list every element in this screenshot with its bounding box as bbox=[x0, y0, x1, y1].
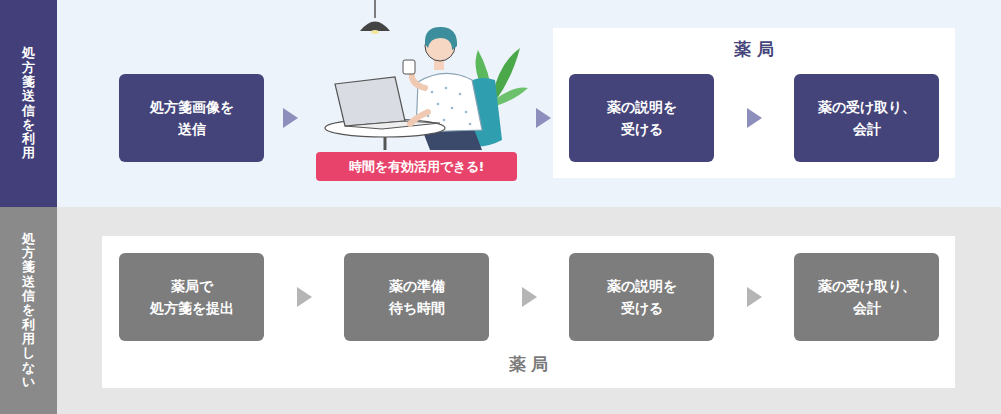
box-label: 薬局で 処方箋を提出 bbox=[140, 275, 244, 320]
panel-heading: 薬 局 bbox=[102, 353, 955, 376]
laptop-base bbox=[345, 121, 440, 129]
box-label: 薬の受け取り、 会計 bbox=[815, 275, 919, 320]
lamp-shade bbox=[360, 22, 390, 32]
process-box: 薬の受け取り、 会計 bbox=[794, 253, 939, 341]
band-label-strip: 処方箋送信を利用しない bbox=[0, 207, 57, 414]
callout-badge: 時間を有効活用できる! bbox=[316, 152, 517, 181]
pharmacy-panel: 薬局で 処方箋を提出 薬の準備 待ち時間 薬の説明を 受ける 薬の受け取り、 会計薬 … bbox=[102, 236, 955, 388]
shirt-dots bbox=[427, 87, 472, 126]
box-label: 薬の説明を 受ける bbox=[590, 96, 694, 141]
panel-ground bbox=[102, 236, 955, 388]
table-leg bbox=[384, 137, 387, 150]
process-box: 薬局で 処方箋を提出 bbox=[119, 253, 264, 341]
process-box: 処方箋画像を 送信 bbox=[119, 74, 264, 162]
panel-heading: 薬 局 bbox=[553, 38, 955, 61]
process-box: 薬の説明を 受ける bbox=[569, 253, 714, 341]
panel-ground bbox=[553, 28, 955, 178]
flow-arrow bbox=[536, 108, 551, 128]
cup bbox=[403, 60, 415, 74]
hair bbox=[425, 27, 457, 50]
box-label: 薬の受け取り、 会計 bbox=[815, 96, 919, 141]
process-box: 薬の準備 待ち時間 bbox=[344, 253, 489, 341]
lamp-bulb bbox=[371, 30, 379, 34]
callout-text: 時間を有効活用できる! bbox=[349, 158, 485, 176]
plant-leaf bbox=[494, 88, 528, 107]
flow-arrow bbox=[283, 108, 298, 128]
lamp-cord bbox=[374, 0, 376, 18]
flow-arrow bbox=[747, 108, 762, 128]
band-ground bbox=[0, 0, 1001, 207]
arm bbox=[410, 112, 428, 124]
band-label-strip: 処方箋送信を利用 bbox=[0, 0, 57, 207]
box-label: 処方箋画像を 送信 bbox=[140, 96, 244, 141]
flow-arrow bbox=[522, 287, 537, 307]
flow-band: 薬局で 処方箋を提出 薬の準備 待ち時間 薬の説明を 受ける 薬の受け取り、 会計薬 … bbox=[0, 207, 1001, 414]
box-label: 薬の準備 待ち時間 bbox=[365, 275, 469, 320]
pharmacy-panel: 薬の説明を 受ける 薬の受け取り、 会計 薬 局 bbox=[553, 28, 955, 178]
flow-band: 処方箋画像を 送信時間を有効活用できる!薬の説明を 受ける薬の受け取り、 会計薬… bbox=[0, 0, 1001, 207]
process-box: 薬の受け取り、 会計 bbox=[794, 74, 939, 162]
box-label: 薬の説明を 受ける bbox=[590, 275, 694, 320]
laptop-screen bbox=[335, 77, 405, 126]
flow-arrow bbox=[297, 287, 312, 307]
band-label: 処方箋送信を利用 bbox=[22, 46, 35, 160]
band-label: 処方箋送信を利用しない bbox=[22, 232, 35, 389]
process-box: 薬の説明を 受ける bbox=[569, 74, 714, 162]
band-ground bbox=[0, 207, 1001, 414]
flow-arrow bbox=[747, 287, 762, 307]
